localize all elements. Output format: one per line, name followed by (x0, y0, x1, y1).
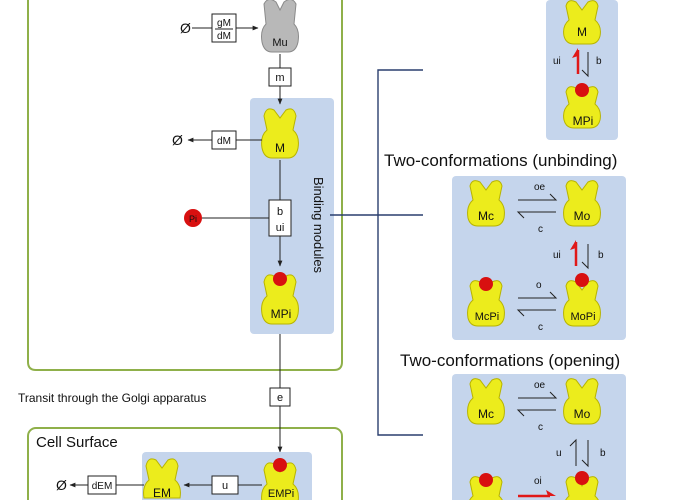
top-b-arrow (581, 52, 589, 78)
op-u-arrow (569, 438, 577, 466)
emp-label: EMPi (268, 488, 294, 500)
gm-label: gM (217, 18, 231, 29)
protein-op-mopi (565, 476, 599, 500)
phosphate-on-mp-icon (273, 272, 287, 286)
unb-b-arrow (581, 244, 589, 270)
m-box-label: m (275, 72, 284, 84)
unb-c2-label: c (538, 322, 543, 333)
mu-label: Mu (272, 37, 287, 49)
protein-top-m (563, 0, 601, 45)
op-mc-label: Mc (478, 407, 494, 421)
op-oi-red-arrowhead (546, 490, 556, 496)
unb-c1-label: c (538, 224, 543, 235)
unb-mo-label: Mo (574, 209, 591, 223)
op-eq-arrows-top (516, 391, 558, 417)
unb-eq-arrows-bottom (516, 291, 558, 317)
top-m-label: M (577, 25, 587, 39)
op-b-label: b (600, 448, 606, 459)
protein-unb-mopi (563, 280, 601, 327)
protein-m (261, 108, 299, 159)
protein-op-mc (467, 378, 505, 425)
unb-oe-label: oe (534, 182, 546, 193)
phosphate-op-mopi-icon (575, 471, 589, 485)
phosphate-unb-mopi-icon (575, 273, 589, 287)
op-c-label: c (538, 422, 543, 433)
phosphate-on-emp-icon (273, 458, 287, 472)
em-label: EM (153, 486, 171, 500)
op-u-label: u (556, 448, 562, 459)
m-label: M (275, 141, 285, 155)
null-symbol-top: Ø (180, 20, 191, 36)
unb-mc-label: Mc (478, 209, 494, 223)
unb-ui-red-arrowhead (570, 240, 576, 250)
op-oi-label: oi (534, 476, 542, 487)
top-ui-label: ui (553, 56, 561, 67)
cell-surface-title: Cell Surface (36, 434, 118, 451)
protein-op-mcpi (469, 476, 503, 500)
null-symbol-bottom: Ø (56, 477, 67, 493)
b-label: b (277, 206, 283, 218)
ui-label: ui (276, 222, 285, 234)
op-oe-label: oe (534, 380, 546, 391)
transit-label: Transit through the Golgi apparatus (18, 391, 206, 405)
unb-o-label: o (536, 280, 542, 291)
unb-b-label: b (598, 250, 604, 261)
unb-ui-label: ui (553, 250, 561, 261)
protein-unb-mc (467, 180, 505, 227)
title-opening: Two-conformations (opening) (400, 351, 620, 370)
dm-label-top: dM (217, 31, 231, 42)
phosphate-label: Pi (189, 214, 197, 224)
binding-modules-label: Binding modules (311, 177, 326, 274)
op-b-arrow (581, 440, 589, 468)
phosphate-icon (184, 209, 202, 227)
protein-emp (261, 462, 299, 500)
e-box-label: e (277, 392, 283, 404)
dem-label: dEM (92, 481, 113, 492)
protein-unb-mo (563, 180, 601, 227)
u-box-label: u (222, 480, 228, 492)
unb-mopi-label: MoPi (570, 311, 595, 323)
unb-eq-arrows-top (516, 193, 558, 219)
phosphate-top-mp-icon (575, 83, 589, 97)
mp-label: MPi (271, 307, 292, 321)
top-b-label: b (596, 56, 602, 67)
phosphate-unb-mcpi-icon (479, 277, 493, 291)
top-mp-label: MPi (573, 114, 594, 128)
connector-bracket (377, 69, 423, 436)
null-symbol-mid: Ø (172, 132, 183, 148)
protein-op-mo (563, 378, 601, 425)
dm-label-mid: dM (217, 136, 231, 147)
cell-surface-border (27, 427, 343, 500)
protein-em (143, 458, 181, 499)
gm-dm-box (211, 13, 237, 43)
phosphate-op-mcpi-icon (479, 473, 493, 487)
top-ui-red-arrowhead (572, 48, 578, 58)
title-unbinding: Two-conformations (unbinding) (384, 151, 617, 170)
unb-mcpi-label: McPi (475, 311, 499, 323)
protein-mu (261, 0, 299, 53)
er-compartment-border (27, 0, 343, 371)
op-mo-label: Mo (574, 407, 591, 421)
